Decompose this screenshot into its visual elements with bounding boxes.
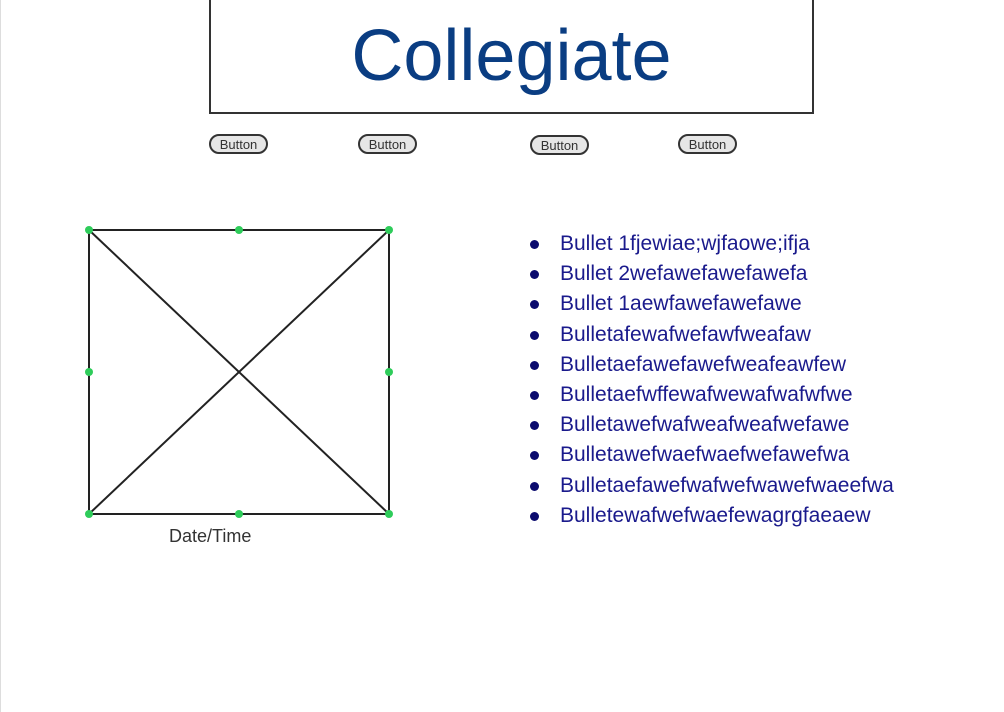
bullet-item: Bulletaefawefawefweafeawfew — [528, 350, 894, 380]
bullet-dot-icon — [530, 330, 539, 340]
bullet-text: Bulletawefwafweafweafwefawe — [560, 413, 850, 437]
page-title: Collegiate — [351, 16, 672, 96]
resize-handle-top-right[interactable] — [385, 226, 393, 234]
page-left-edge — [0, 0, 1, 712]
bullet-text: Bulletawefwaefwaefwefawefwa — [560, 443, 850, 467]
bullet-list: Bullet 1fjewiae;wjfaowe;ifja Bullet 2wef… — [528, 229, 894, 531]
bullet-text: Bulletewafwefwaefewagrgfaeaew — [560, 503, 871, 527]
bullet-item: Bullet 2wefawefawefawefa — [528, 259, 894, 289]
bullet-item: Bullet 1aewfawefawefawe — [528, 289, 894, 319]
resize-handle-left[interactable] — [85, 368, 93, 376]
bullet-dot-icon — [530, 511, 539, 521]
nav-button-1[interactable]: Button — [209, 134, 268, 154]
bullet-text: Bulletaefawefawefweafeawfew — [560, 352, 847, 376]
bullet-dot-icon — [530, 240, 539, 249]
bullet-dot-icon — [530, 451, 539, 461]
bullet-dot-icon — [530, 481, 539, 491]
bullet-text: Bullet 2wefawefawefawefa — [560, 262, 808, 286]
resize-handle-right[interactable] — [385, 368, 393, 376]
resize-handle-top-left[interactable] — [85, 226, 93, 234]
nav-button-3[interactable]: Button — [530, 135, 589, 155]
bullet-dot-icon — [530, 390, 539, 400]
bullet-text: Bulletaefwffewafwewafwafwfwe — [560, 382, 853, 406]
bullet-text: Bulletaefawefwafwefwawefwaeefwa — [560, 473, 894, 497]
bullet-item: Bulletaefawefwafwefwawefwaeefwa — [528, 471, 894, 501]
date-time-caption: Date/Time — [169, 526, 252, 546]
bullet-item: Bulletafewafwefawfweafaw — [528, 320, 894, 350]
bullet-item: Bulletawefwafweafweafwefawe — [528, 410, 894, 440]
bullet-dot-icon — [530, 421, 539, 431]
resize-handle-bottom-left[interactable] — [85, 510, 93, 518]
bullet-dot-icon — [530, 270, 539, 280]
bullet-item: Bullet 1fjewiae;wjfaowe;ifja — [528, 229, 894, 259]
bullet-dot-icon — [530, 300, 539, 310]
bullet-item: Bulletaefwffewafwewafwafwfwe — [528, 380, 894, 410]
bullet-text: Bullet 1aewfawefawefawe — [560, 292, 802, 316]
bullet-item: Bulletawefwaefwaefwefawefwa — [528, 440, 894, 470]
header-title-box: Collegiate — [209, 0, 814, 114]
resize-handle-bottom-right[interactable] — [385, 510, 393, 518]
nav-button-4[interactable]: Button — [678, 134, 737, 154]
bullet-text: Bulletafewafwefawfweafaw — [560, 322, 811, 346]
nav-button-2[interactable]: Button — [358, 134, 417, 154]
bullet-item: Bulletewafwefwaefewagrgfaeaew — [528, 501, 894, 531]
bullet-text: Bullet 1fjewiae;wjfaowe;ifja — [560, 232, 810, 255]
image-placeholder[interactable] — [80, 222, 398, 524]
resize-handle-top[interactable] — [235, 226, 243, 234]
placeholder-diagonal-2 — [88, 229, 390, 515]
resize-handle-bottom[interactable] — [235, 510, 243, 518]
bullet-dot-icon — [530, 360, 539, 370]
